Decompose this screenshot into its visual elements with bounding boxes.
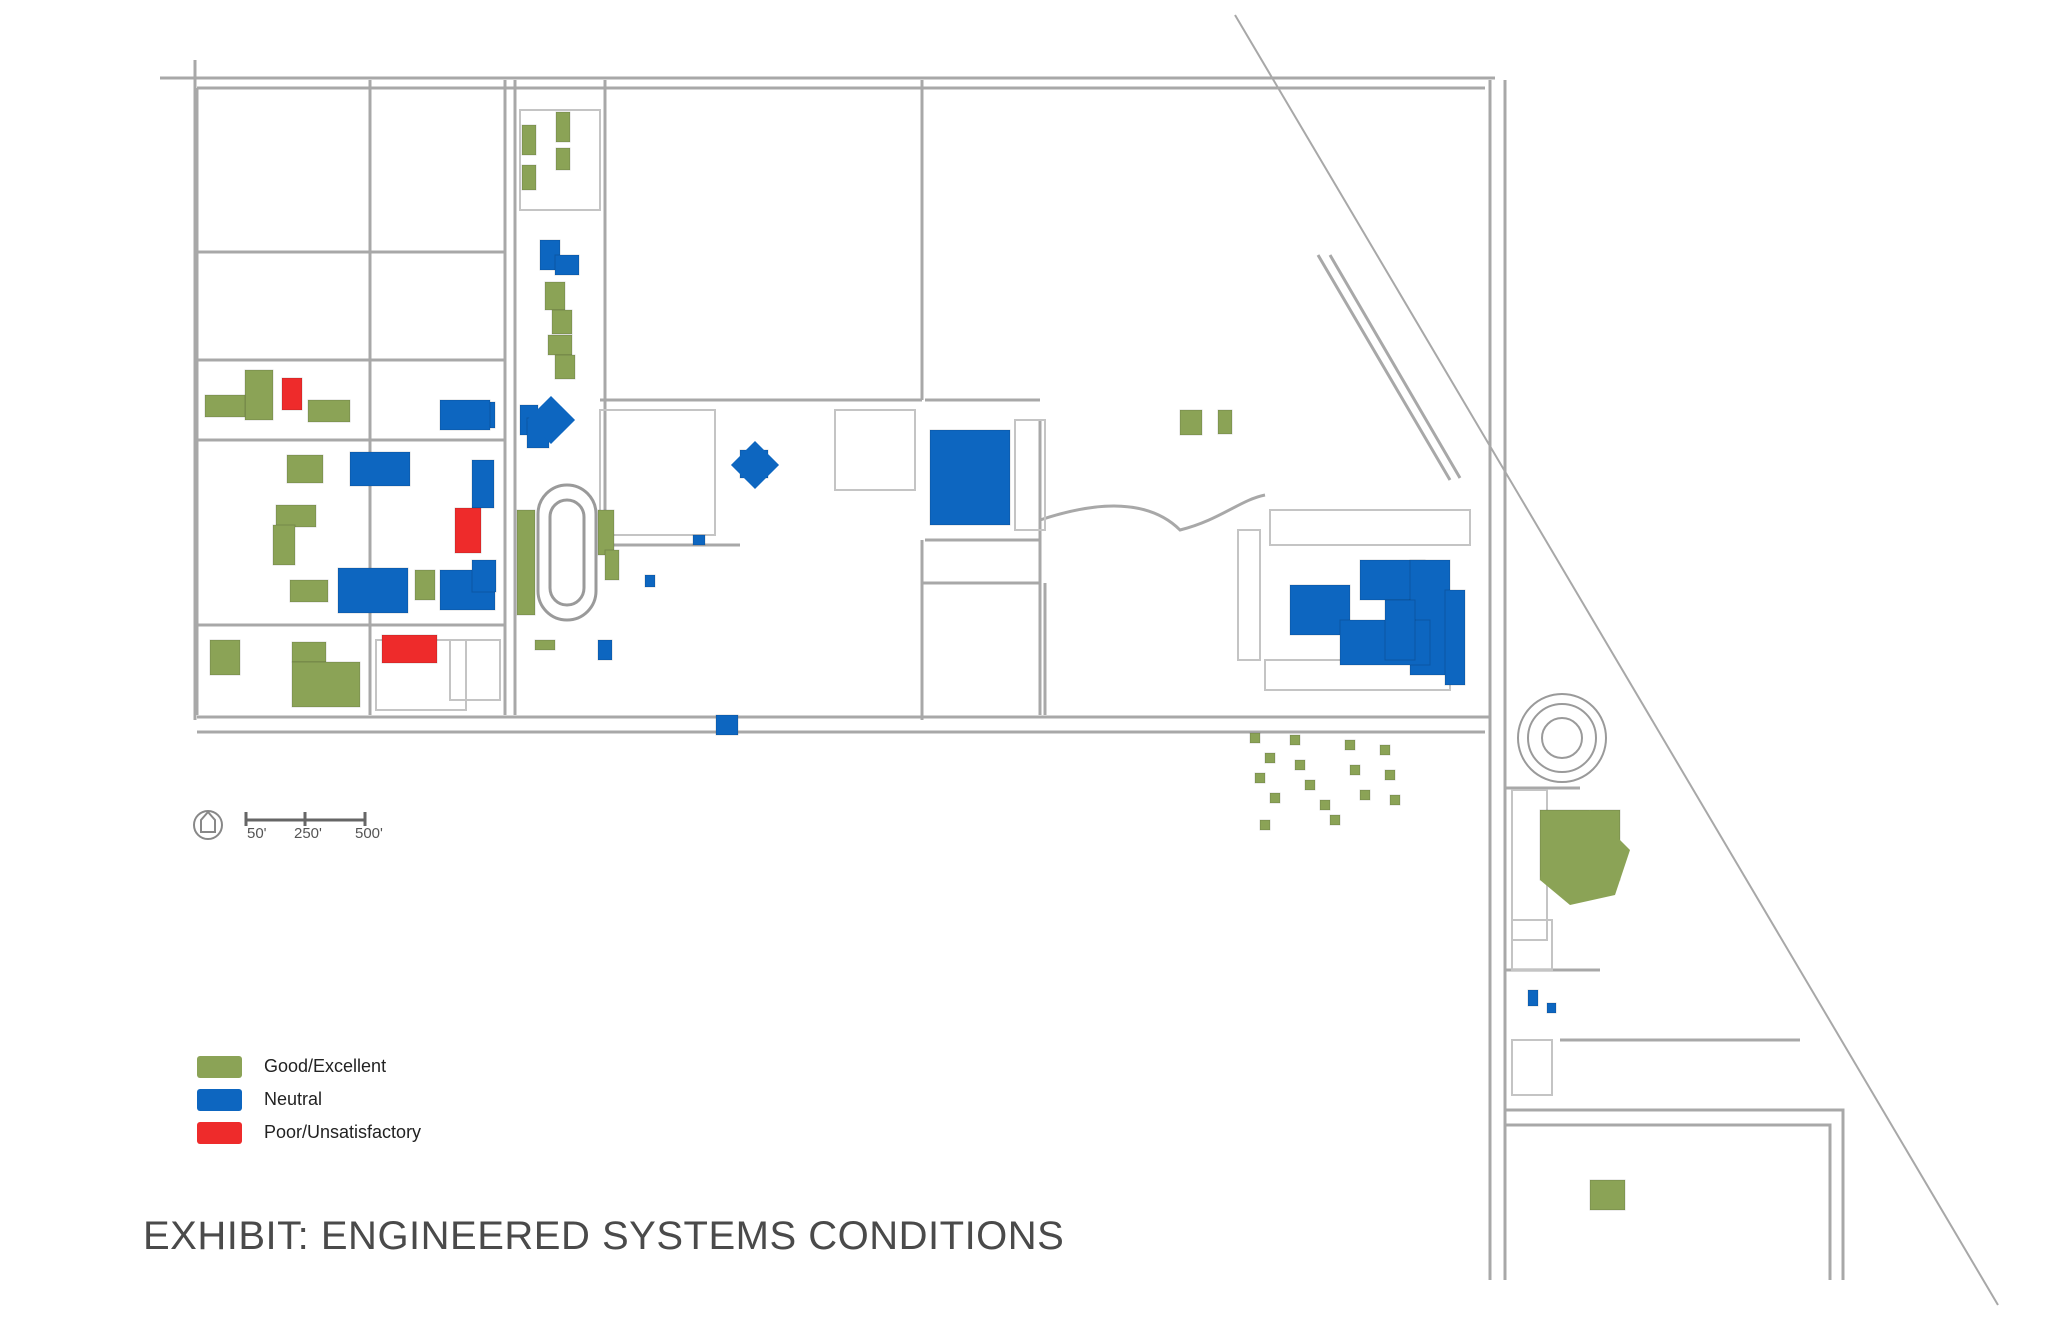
building-neutral-15	[349, 451, 411, 487]
building-neutral-5	[554, 254, 580, 276]
building-good-52	[1264, 752, 1276, 764]
building-good-43	[1179, 409, 1203, 436]
building-neutral-49	[1384, 599, 1416, 661]
rotunda-building	[1517, 693, 1607, 783]
legend-item-poor: Poor/Unsatisfactory	[197, 1116, 421, 1149]
poor-swatch	[197, 1121, 242, 1144]
building-good-44	[1217, 409, 1233, 435]
building-good-28	[291, 641, 327, 663]
building-good-58	[1304, 779, 1316, 791]
building-good-11	[204, 394, 246, 418]
scale-label-500: 500'	[355, 825, 383, 842]
north-arrow-icon	[193, 810, 223, 840]
building-good-29	[291, 661, 361, 708]
building-good-55	[1259, 819, 1271, 831]
building-good-66	[1389, 794, 1401, 806]
building-good-65	[1384, 769, 1396, 781]
building-neutral-69	[1546, 1002, 1557, 1014]
building-good-24	[414, 569, 436, 601]
neutral-swatch	[197, 1088, 242, 1111]
building-neutral-39	[644, 574, 656, 588]
building-good-64	[1379, 744, 1391, 756]
building-good-63	[1359, 789, 1371, 801]
building-rotated-1	[526, 395, 576, 445]
building-neutral-17	[439, 399, 491, 431]
building-good-2	[521, 164, 537, 191]
building-good-53	[1254, 772, 1266, 784]
page-title: EXHIBIT: ENGINEERED SYSTEMS CONDITIONS	[143, 1214, 1065, 1258]
building-good-59	[1319, 799, 1331, 811]
scale-label-250: 250'	[294, 825, 322, 842]
building-good-3	[555, 147, 571, 171]
building-poor-12	[281, 377, 303, 411]
building-good-60	[1329, 814, 1341, 826]
stadium-track	[536, 483, 598, 622]
building-good-14	[286, 454, 324, 484]
legend-item-good: Good/Excellent	[197, 1050, 421, 1083]
building-neutral-18	[471, 459, 495, 509]
building-poor-30	[381, 634, 438, 664]
building-rotated-0	[730, 440, 780, 490]
building-good-34	[597, 509, 615, 556]
building-good-0	[521, 124, 537, 156]
parking-lots	[375, 109, 1553, 1096]
building-good-35	[604, 549, 620, 581]
building-good-7	[551, 309, 573, 335]
building-good-21	[272, 524, 296, 566]
building-good-70	[1589, 1179, 1626, 1211]
building-good-57	[1294, 759, 1306, 771]
legend-label-neutral: Neutral	[264, 1089, 323, 1109]
building-good-22	[289, 579, 329, 603]
building-good-51	[1249, 732, 1261, 744]
building-neutral-50	[1444, 589, 1466, 686]
building-neutral-37	[597, 639, 613, 661]
building-neutral-26	[471, 559, 497, 593]
building-good-6	[544, 281, 566, 311]
building-research-center	[1540, 810, 1630, 905]
building-good-1	[555, 111, 571, 143]
building-neutral-68	[1527, 989, 1539, 1007]
building-neutral-40	[692, 534, 706, 546]
condition-legend: Good/Excellent Neutral Poor/Unsatisfacto…	[197, 1050, 421, 1149]
legend-item-neutral: Neutral	[197, 1083, 421, 1116]
scale-bar	[244, 812, 367, 826]
building-good-33	[516, 509, 536, 616]
building-footprints	[204, 111, 1630, 1211]
building-good-10	[244, 369, 274, 421]
building-good-8	[547, 334, 573, 356]
building-neutral-38	[715, 714, 739, 736]
building-good-62	[1349, 764, 1361, 776]
building-good-36	[534, 639, 556, 651]
good-swatch	[197, 1055, 242, 1078]
legend-label-poor: Poor/Unsatisfactory	[264, 1122, 422, 1142]
building-good-27	[209, 639, 241, 676]
road-network	[160, 14, 1999, 1306]
building-good-13	[307, 399, 351, 423]
building-good-20	[275, 504, 317, 528]
building-good-54	[1269, 792, 1281, 804]
building-poor-19	[454, 507, 482, 554]
scale-label-50: 50'	[247, 825, 267, 842]
building-good-61	[1344, 739, 1356, 751]
legend-label-good: Good/Excellent	[264, 1056, 387, 1076]
building-neutral-23	[337, 567, 409, 614]
building-good-56	[1289, 734, 1301, 746]
building-neutral-42	[929, 429, 1011, 526]
building-good-9	[554, 354, 576, 380]
